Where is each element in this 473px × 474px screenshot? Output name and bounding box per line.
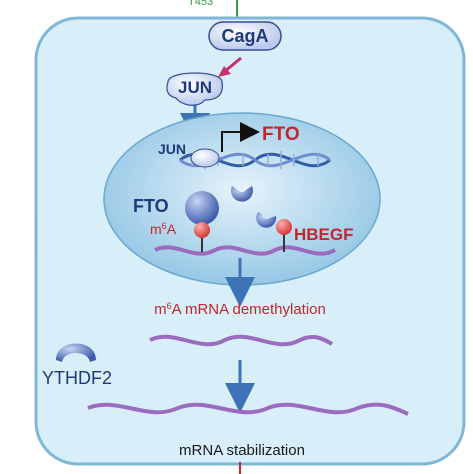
jun-inner-label: JUN	[158, 141, 186, 157]
m6a-mark	[276, 219, 292, 235]
demethylation-label: m6A mRNA demethylation	[154, 301, 326, 318]
mrna-cytoplasmic	[149, 334, 333, 347]
m6a-label: m6A	[150, 221, 177, 237]
jun-outer-label: JUN	[178, 78, 212, 97]
ythdf2-protein-icon	[56, 343, 96, 362]
fto-protein	[185, 191, 219, 225]
top-label: T453	[188, 0, 213, 8]
caga-label: CagA	[221, 26, 268, 46]
hbegf-label: HBEGF	[294, 225, 354, 244]
stabilization-label: mRNA stabilization	[179, 442, 305, 459]
transcription-arrow	[221, 122, 260, 152]
mrna-nuclear	[154, 245, 337, 256]
caga-box	[208, 21, 282, 51]
reader-protein-icon	[231, 186, 253, 202]
fto-target-label: FTO	[262, 124, 300, 145]
fto-protein-label: FTO	[133, 196, 169, 216]
mrna-stabilized	[87, 402, 409, 416]
jun-bound-protein	[190, 148, 220, 168]
reader-protein-icon	[256, 212, 277, 228]
ythdf2-label: YTHDF2	[42, 368, 112, 388]
jun-protein	[166, 72, 223, 106]
m6a-mark	[194, 222, 210, 238]
caga-arrow-head	[218, 66, 231, 77]
